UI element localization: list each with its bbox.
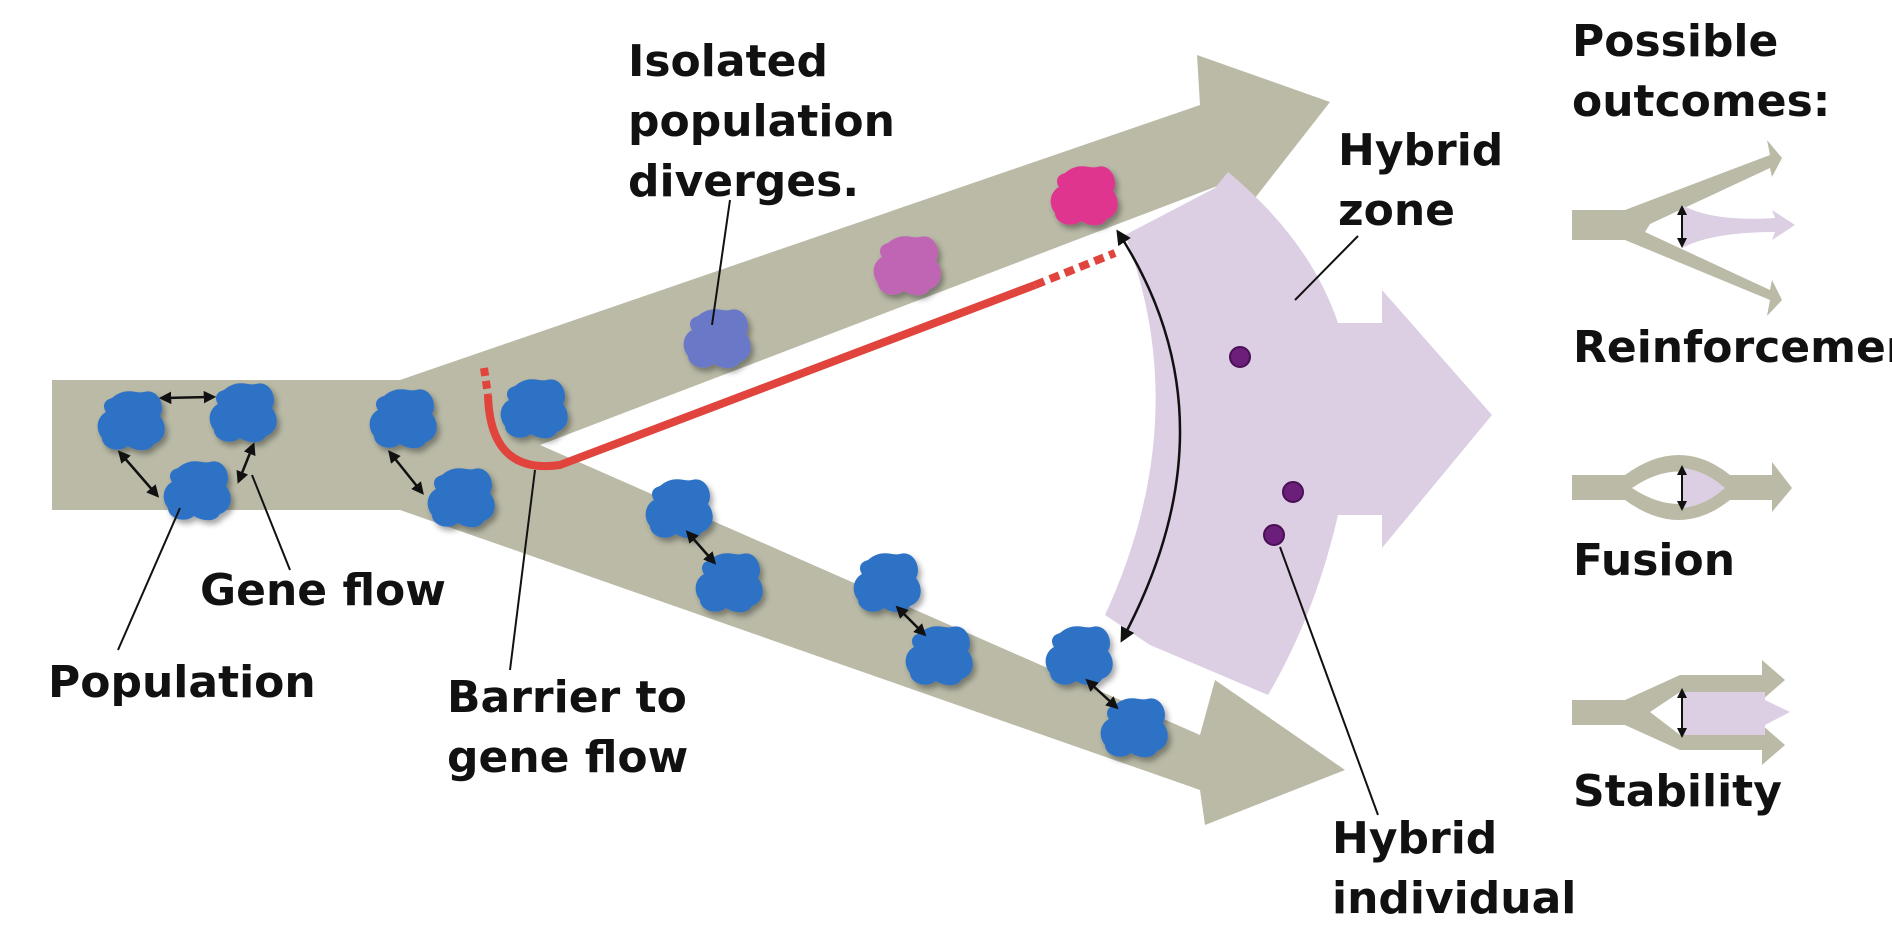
label-gene-flow: Gene flow [200, 565, 446, 616]
outcome-label-stability: Stability [1573, 766, 1782, 817]
population-blob [500, 379, 568, 439]
leader-isolated [711, 199, 731, 326]
barrier-dashed-end [1033, 249, 1117, 289]
population-blob [97, 391, 165, 451]
gene-flow-arrow [1085, 678, 1119, 710]
hybrid-individuals [1229, 346, 1304, 546]
label-hybrid-zone-line1: Hybrid [1338, 125, 1503, 176]
label-barrier-line1: Barrier to [447, 672, 687, 723]
hybrid-zone-shape [1105, 172, 1492, 695]
diverging-population-blob [873, 236, 941, 296]
population-blob [645, 479, 713, 539]
gene-flow-arrow [236, 442, 256, 484]
outcome-label-reinforcement: Reinforcement [1573, 322, 1892, 373]
leader-hybrid-zone [1294, 235, 1359, 301]
diagram-labels: Isolated population diverges. Hybrid zon… [48, 36, 1576, 924]
label-hybrid-individual-line2: individual [1332, 873, 1576, 924]
hybrid-individual-dot [1263, 524, 1285, 546]
population-blob [1045, 626, 1113, 686]
gene-flow-arrow [895, 605, 927, 637]
hybrid-individual-dot [1229, 346, 1251, 368]
outcomes-heading-line2: outcomes: [1572, 76, 1830, 127]
population-blob [905, 626, 973, 686]
label-population: Population [48, 657, 316, 708]
population-blob [695, 553, 763, 613]
gene-flow-arrow [117, 450, 160, 498]
barrier-dashed-start [480, 367, 492, 396]
population-blob [1100, 698, 1168, 758]
label-hybrid-zone-line2: zone [1338, 185, 1455, 236]
leader-lines [117, 199, 1379, 816]
population-blob [853, 553, 921, 613]
barrier-line [480, 249, 1117, 471]
label-hybrid-individual-line1: Hybrid [1332, 813, 1497, 864]
label-isolated-line1: Isolated [628, 36, 828, 87]
gene-flow-arrow [685, 530, 717, 565]
population-blob [427, 468, 495, 528]
diverged-population-blob [1050, 166, 1118, 226]
fusion-icon [1572, 455, 1792, 520]
leader-hybrid-individual [1279, 546, 1379, 816]
label-isolated-line2: population [628, 96, 895, 147]
population-blob [369, 389, 437, 449]
reinforcement-icon [1572, 140, 1795, 316]
hybrid-individual-dot [1282, 481, 1304, 503]
isolated-population-blob [683, 309, 751, 369]
population-blob [209, 383, 277, 443]
outcomes-heading-line1: Possible [1572, 16, 1778, 67]
barrier-solid [484, 281, 1037, 471]
leader-barrier [509, 469, 536, 671]
outcome-label-fusion: Fusion [1573, 535, 1735, 586]
outcomes-panel: Possible outcomes: Reinforcement Fusion … [1572, 16, 1892, 817]
population-blob [163, 461, 231, 521]
label-barrier-line2: gene flow [447, 732, 688, 783]
gene-flow-arrow [388, 450, 424, 495]
label-isolated-line3: diverges. [628, 156, 859, 207]
hybrid-zone [1105, 172, 1492, 695]
gene-flow-arrows [117, 390, 1119, 710]
leader-gene-flow [251, 474, 291, 571]
hybridization-arc-arrow [1116, 229, 1182, 643]
leader-population [117, 507, 181, 651]
gene-flow-arrow [158, 390, 217, 405]
stability-icon [1572, 660, 1790, 765]
